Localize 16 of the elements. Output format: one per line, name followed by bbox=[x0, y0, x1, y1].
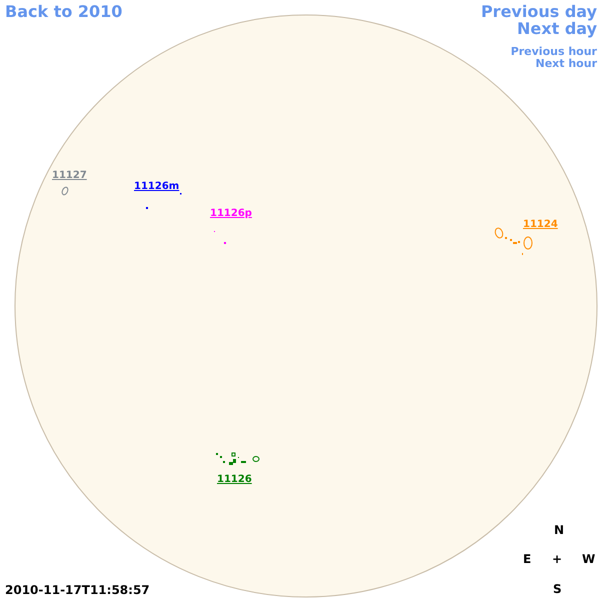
back-link: Back to 2010 bbox=[5, 4, 122, 20]
region-number: 11126p bbox=[210, 209, 252, 219]
next-hour-link: Next hour bbox=[536, 58, 597, 69]
region-number: 11124 bbox=[523, 220, 558, 230]
compass-north: N bbox=[554, 524, 564, 536]
region-number: 11126m bbox=[134, 182, 180, 192]
region-number: 11127 bbox=[52, 171, 87, 181]
compass-east: E bbox=[523, 553, 532, 565]
previous-day-link: Previous day bbox=[480, 4, 597, 20]
compass-west: W bbox=[582, 553, 596, 565]
region-number: 11126 bbox=[217, 475, 252, 485]
timestamp: 2010-11-17T11:58:57 bbox=[5, 584, 150, 596]
next-day-link: Next day bbox=[517, 21, 597, 37]
compass-center: + bbox=[552, 553, 562, 565]
compass-south: S bbox=[553, 583, 562, 595]
previous-hour-link: Previous hour bbox=[510, 46, 597, 57]
